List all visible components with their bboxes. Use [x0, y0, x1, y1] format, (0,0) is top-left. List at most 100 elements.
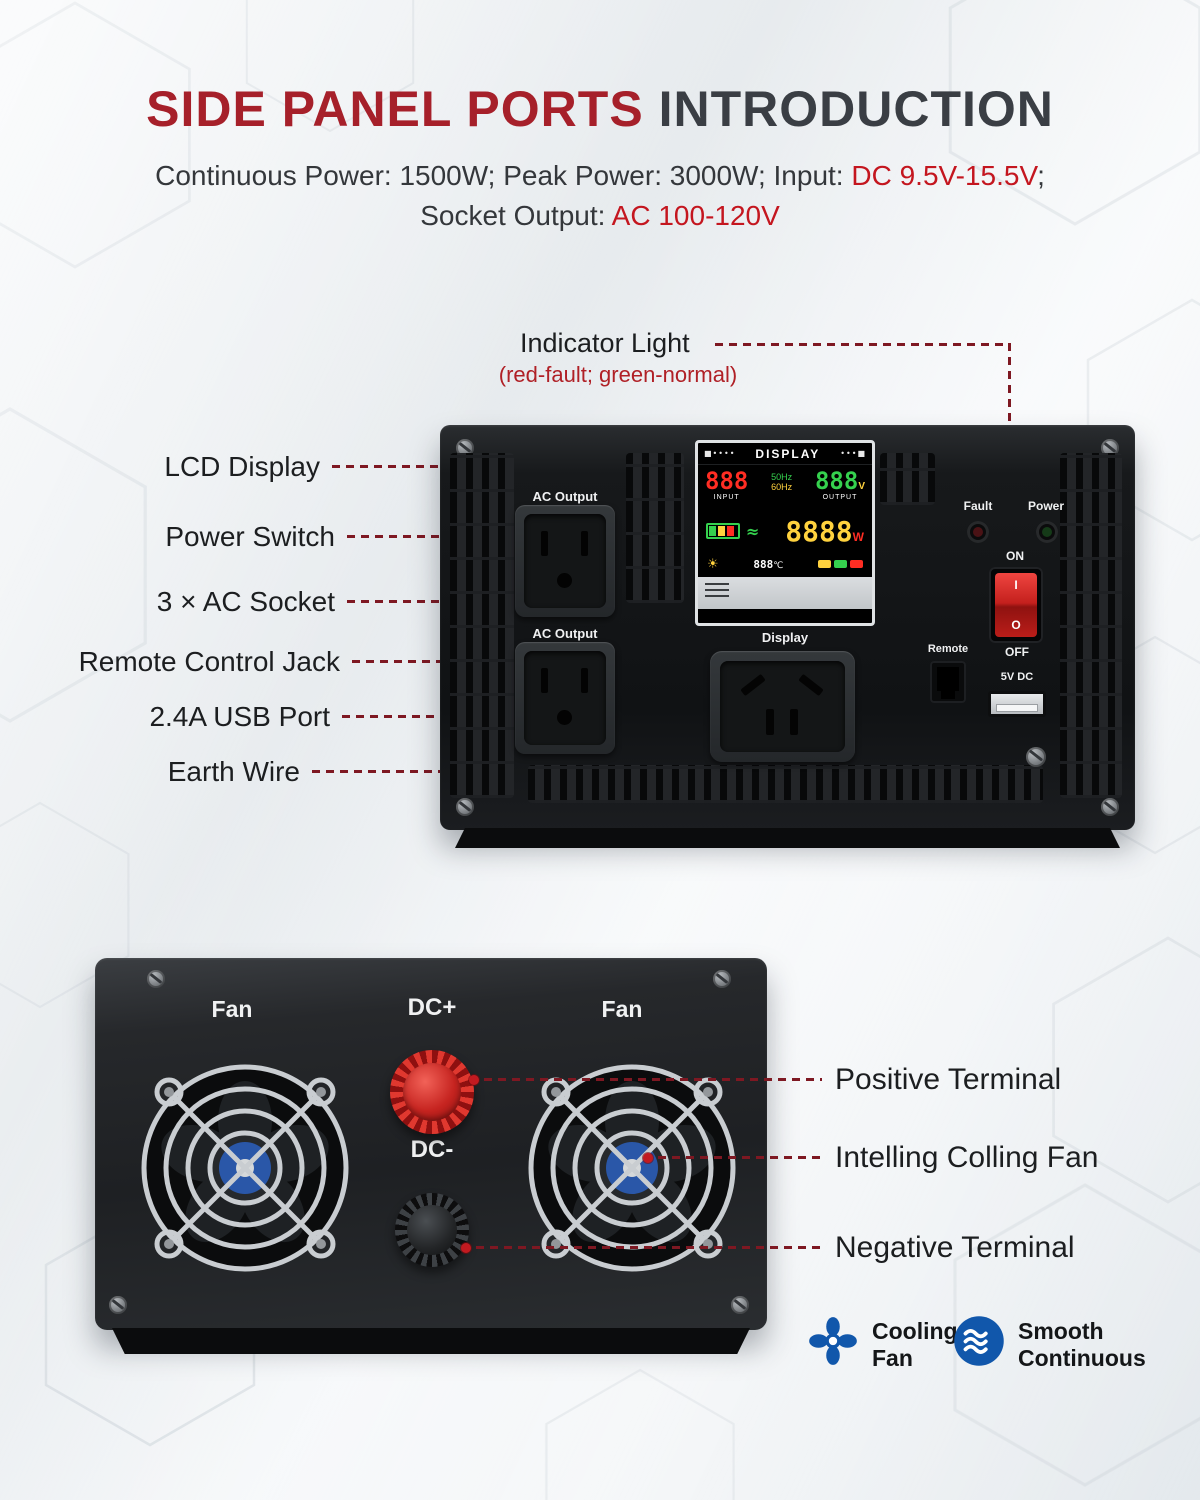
screw-icon	[713, 970, 731, 988]
lcd-input-readout: 888 INPUT	[705, 468, 748, 501]
lcd-output-label: OUTPUT	[822, 494, 858, 501]
rocker-red-face: I O	[995, 573, 1037, 637]
front-panel-base	[455, 828, 1120, 848]
inverter-front-panel: AC Output AC Output ■•••• DISPLAY •••■ 8…	[440, 425, 1135, 830]
usb-tongue	[996, 704, 1038, 712]
socket-ground-hole	[557, 573, 572, 588]
remote-label: Remote	[927, 643, 969, 655]
cooling-fan-badge-text: Cooling Fan	[872, 1318, 958, 1372]
usb-port	[988, 691, 1046, 717]
callout-remote-jack: Remote Control Jack	[78, 646, 340, 677]
sine-wave-icon: ≈	[746, 521, 760, 541]
power-rocker-switch: I O	[989, 567, 1043, 643]
earth-wire-screw	[1026, 747, 1046, 767]
universal-ac-socket	[710, 651, 855, 762]
negative-terminal-cap	[407, 1205, 457, 1255]
lcd-face-line	[705, 589, 729, 591]
positive-terminal-callout-line	[484, 1078, 822, 1081]
indicator-light-label: Indicator Light	[520, 328, 690, 358]
lcd-readout-row-1: 888 INPUT 50Hz 60Hz 888V OUTPUT	[698, 465, 872, 511]
socket-slot	[541, 531, 548, 556]
fan-right-label: Fan	[601, 996, 643, 1022]
spec-line-2-output-range: AC 100-120V	[611, 200, 780, 231]
callout-usb-port: 2.4A USB Port	[149, 701, 330, 732]
socket-slot	[581, 668, 588, 693]
lcd-lower-face	[698, 577, 872, 609]
lcd-input-label: INPUT	[713, 494, 740, 501]
negative-terminal-callout-line	[476, 1246, 822, 1249]
lcd-hz-60: 60Hz	[771, 482, 793, 492]
lcd-output-group: 888V	[815, 468, 865, 494]
cooling-fan-callout-dot	[643, 1153, 653, 1163]
badge-text-line: Fan	[872, 1345, 913, 1371]
callout-lcd-display: LCD Display	[164, 451, 320, 482]
lcd-output-value: 888	[814, 467, 859, 495]
fan-left-label: Fan	[211, 996, 253, 1022]
battery-icon-red	[849, 560, 863, 568]
lcd-output-readout: 888V OUTPUT	[815, 468, 865, 501]
lcd-frequency-readout: 50Hz 60Hz	[771, 472, 792, 492]
gauge-bar-red	[727, 526, 734, 536]
power-light-lens	[1042, 527, 1052, 537]
lcd-header-icons-left: ■••••	[704, 449, 736, 458]
battery-icon-green	[833, 560, 847, 568]
spec-line-2: Socket Output: AC 100-120V	[0, 200, 1200, 232]
inverter-rear-panel: Fan DC+ Fan DC-	[95, 958, 767, 1330]
callout-cooling-fan: Intelling Colling Fan	[835, 1141, 1099, 1174]
callout-positive-terminal: Positive Terminal	[835, 1063, 1062, 1096]
vent-grille	[626, 453, 684, 603]
lcd-output-unit: V	[858, 481, 865, 492]
spec-line-1-end: ;	[1037, 160, 1045, 191]
lcd-temp-value: 888	[753, 558, 774, 571]
power-indicator-light	[1036, 521, 1058, 543]
lcd-readout-row-3: ☀ 888℃	[698, 551, 872, 577]
lcd-header-icons-right: •••■	[840, 449, 866, 458]
lcd-display-title: DISPLAY	[755, 446, 821, 461]
gauge-bar-green	[709, 526, 716, 536]
badge-text-line: Cooling	[872, 1318, 958, 1344]
socket-slot-vertical	[766, 709, 774, 735]
badge-text-line: Continuous	[1018, 1345, 1146, 1371]
page-title: SIDE PANEL PORTS INTRODUCTION	[0, 80, 1200, 138]
socket-ground-hole	[557, 710, 572, 725]
screw-icon	[147, 970, 165, 988]
lcd-display-module: ■•••• DISPLAY •••■ 888 INPUT 50Hz 60Hz 8…	[695, 440, 875, 626]
negative-terminal-callout-dot	[461, 1243, 471, 1253]
off-label: OFF	[1005, 645, 1029, 659]
indicator-callout-line-h	[715, 343, 1010, 346]
cooling-fan-icon	[809, 1317, 857, 1365]
spec-line-1-input-range: DC 9.5V-15.5V	[851, 160, 1038, 191]
screw-icon	[1101, 798, 1119, 816]
spec-line-1-text: Continuous Power: 1500W; Peak Power: 300…	[155, 160, 852, 191]
jack-opening	[937, 667, 959, 691]
vent-grille	[880, 453, 935, 505]
screw-icon	[1101, 439, 1119, 457]
battery-gauge-icon	[706, 523, 740, 539]
fault-label: Fault	[963, 499, 993, 513]
lcd-watts-unit: W	[852, 529, 864, 544]
battery-status-icons	[817, 560, 863, 568]
rear-panel-base	[112, 1328, 750, 1354]
vent-grille	[450, 453, 514, 798]
vent-grille	[1060, 453, 1122, 798]
spec-line-1: Continuous Power: 1500W; Peak Power: 300…	[0, 160, 1200, 192]
gauge-bar-yellow	[718, 526, 725, 536]
power-label: Power	[1027, 499, 1064, 513]
screw-icon	[456, 798, 474, 816]
dc-plus-label: DC+	[407, 994, 457, 1021]
positive-terminal-cap	[403, 1063, 461, 1121]
cooling-fan-left	[141, 1064, 349, 1272]
display-caption: Display	[761, 630, 809, 645]
callout-ac-socket: 3 × AC Socket	[156, 586, 335, 617]
fault-light-lens	[973, 527, 983, 537]
fault-indicator-light	[967, 521, 989, 543]
callout-negative-terminal: Negative Terminal	[835, 1231, 1075, 1264]
dc-minus-label: DC-	[410, 1136, 454, 1163]
screw-icon	[456, 439, 474, 457]
page-title-rest: INTRODUCTION	[643, 81, 1054, 137]
page-title-highlight: SIDE PANEL PORTS	[146, 81, 644, 137]
lcd-temp-unit: ℃	[773, 561, 784, 571]
smooth-wave-icon	[954, 1316, 1004, 1366]
sun-icon: ☀	[707, 556, 719, 572]
